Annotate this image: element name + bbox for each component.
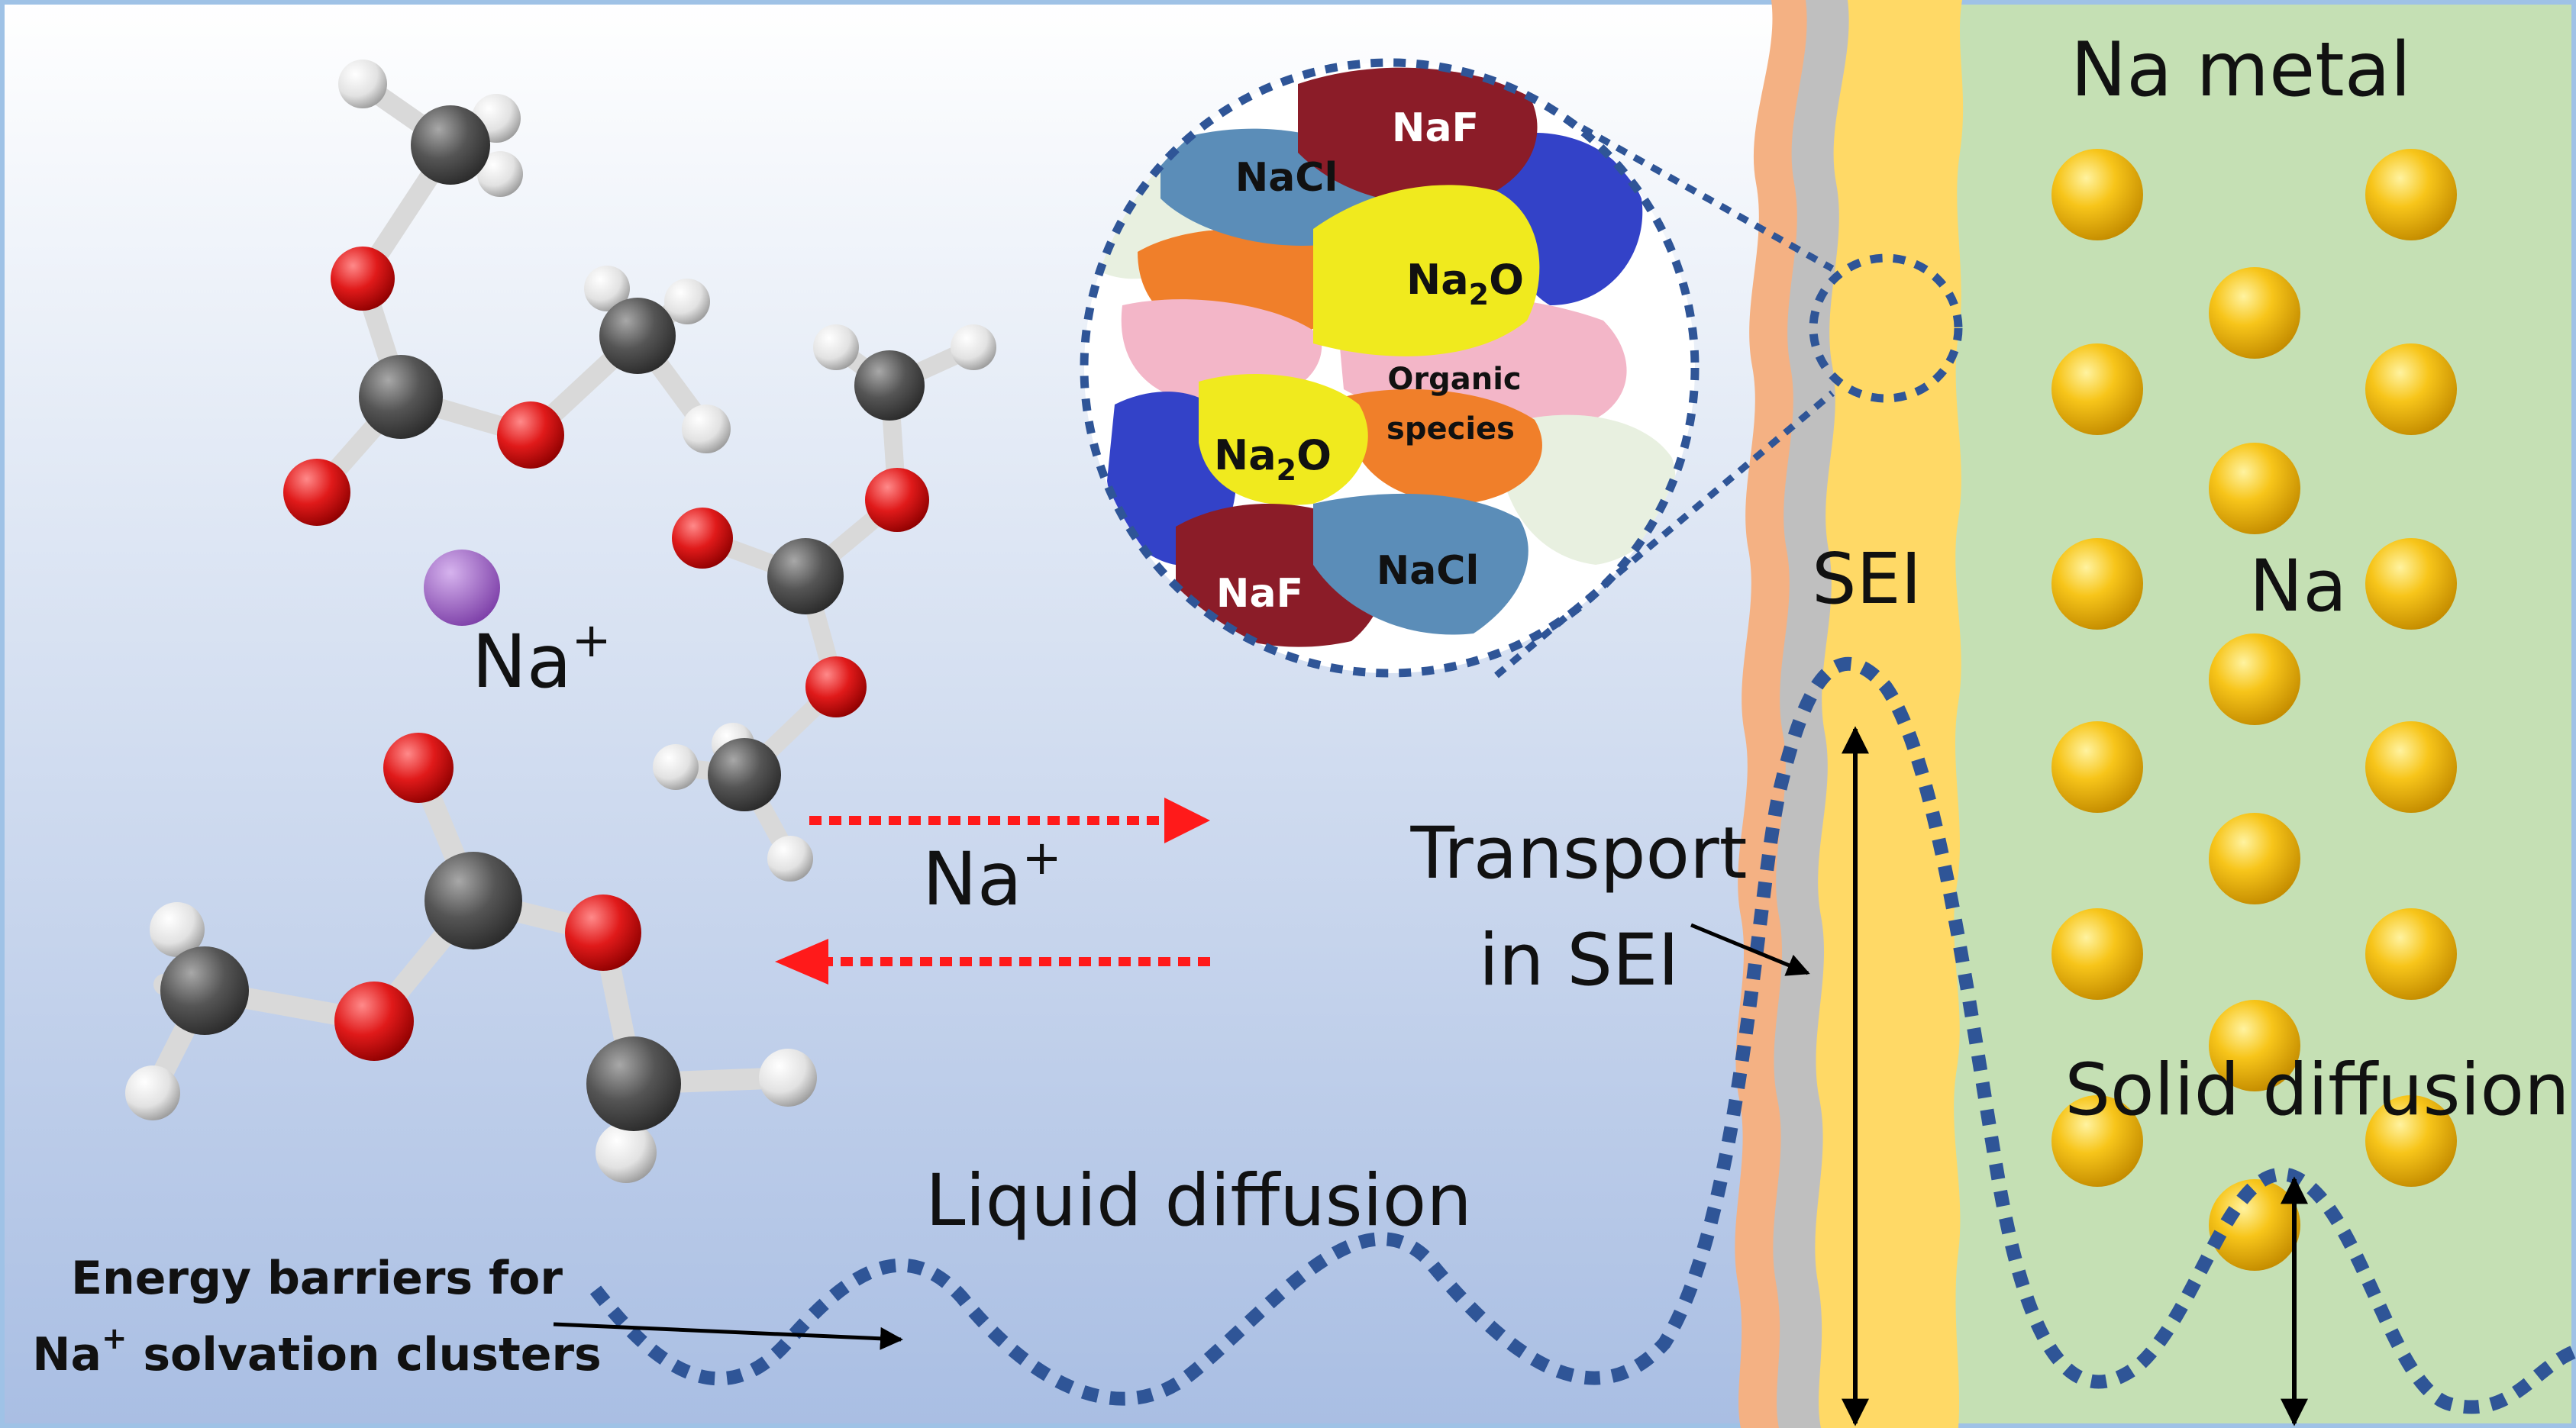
sei-magnified-view: NaCl NaF Na2O Organic species Na2O NaF N… <box>1080 58 1963 679</box>
arrow-right-head <box>1164 798 1210 843</box>
grain-orange-organic <box>1344 389 1542 504</box>
na-atom <box>2365 538 2457 630</box>
organic-label-line1: Organic <box>1387 362 1521 397</box>
liquid-diffusion-label: Liquid diffusion <box>925 1159 1472 1243</box>
naf-bottom-label: NaF <box>1216 571 1303 617</box>
na-atom <box>2365 908 2457 1000</box>
grain-na2o-middle <box>1199 374 1368 505</box>
grain-naf-top <box>1298 67 1538 205</box>
energy-barrier-path <box>589 656 2576 1414</box>
na-atom <box>2365 343 2457 435</box>
dimethyl-carbonate-molecule-3 <box>125 733 817 1183</box>
solid-diffusion-label: Solid diffusion <box>2064 1049 2569 1132</box>
na-atom <box>2051 908 2143 1000</box>
na-atom <box>2051 1095 2143 1187</box>
na-atom <box>2051 721 2143 813</box>
na-atom <box>2209 1000 2300 1091</box>
nacl-bottom-label: NaCl <box>1377 548 1480 594</box>
grain-nacl-bottom <box>1313 493 1528 635</box>
na-atom <box>2051 149 2143 240</box>
dimethyl-carbonate-molecule-2 <box>653 324 996 882</box>
arrow-left-head <box>775 939 828 985</box>
na-atom <box>2365 149 2457 240</box>
na-ion-label: Na+ <box>472 612 612 704</box>
na2o-top-label: Na2O <box>1406 256 1524 311</box>
nacl-top-label: NaCl <box>1235 155 1338 201</box>
sei-layers <box>1735 0 1964 1428</box>
na-metal-label: Na metal <box>2071 27 2411 114</box>
sodium-ion-sphere <box>424 550 500 626</box>
energy-barrier-label-line1: Energy barriers for <box>71 1252 563 1305</box>
na-atom-lattice <box>2051 149 2457 1271</box>
organic-label-line2: species <box>1386 411 1515 446</box>
energy-pointer-arrow <box>553 1322 903 1350</box>
magnifier-outline <box>1080 58 1700 678</box>
na-atom <box>2209 1179 2300 1271</box>
na-atom <box>2209 633 2300 725</box>
grain-na2o-top <box>1313 185 1540 356</box>
na-atom-label: Na <box>2249 545 2347 628</box>
transport-pointer-arrow <box>1690 923 1810 976</box>
na-ion-transfer-label: Na+ <box>922 830 1062 922</box>
na-atom <box>2051 343 2143 435</box>
ion-transfer-arrows <box>775 798 1210 985</box>
zoom-line-bottom <box>1494 390 1835 679</box>
na-atom <box>2051 538 2143 630</box>
dimethyl-carbonate-molecule-1 <box>283 60 731 526</box>
na-atom <box>2209 813 2300 904</box>
naf-top-label: NaF <box>1392 105 1479 151</box>
na-atom <box>2365 721 2457 813</box>
transport-label-line1: Transport <box>1409 812 1747 895</box>
energy-barrier-label-line2: Na+ solvation clusters <box>32 1321 602 1381</box>
na-atom <box>2209 443 2300 534</box>
na2o-middle-label: Na2O <box>1214 431 1332 487</box>
sei-zoom-spot <box>1809 253 1963 403</box>
na-atom <box>2209 267 2300 359</box>
na-atom <box>2365 1095 2457 1187</box>
transport-label-line2: in SEI <box>1479 919 1679 1002</box>
sei-label: SEI <box>1812 538 1922 620</box>
